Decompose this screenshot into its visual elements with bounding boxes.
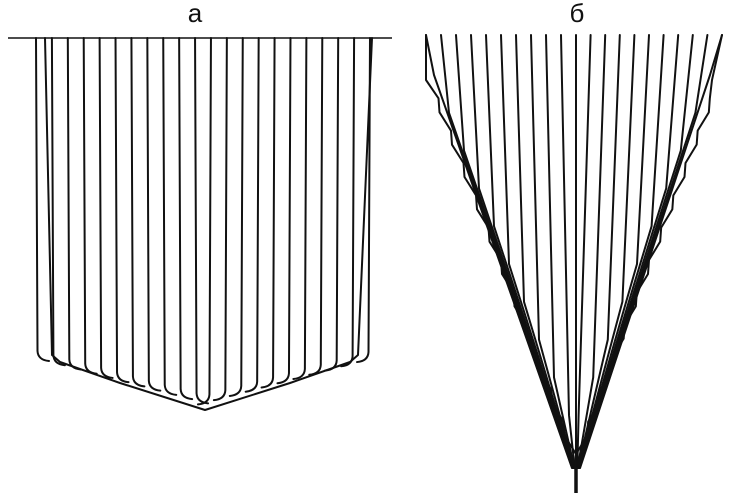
panel-a-line — [178, 37, 194, 401]
panel-b-lines — [425, 34, 723, 469]
panel-b-line — [560, 34, 576, 469]
panel-a-line — [324, 37, 340, 372]
panel-a-line — [98, 37, 114, 379]
panel-b-label: б — [570, 0, 585, 28]
panel-a-drawing: а — [8, 0, 392, 411]
panel-b-line — [577, 34, 650, 469]
panel-a-line — [196, 37, 212, 406]
panel-a-line — [130, 37, 146, 388]
panel-b-line — [530, 34, 576, 469]
panel-a-line — [82, 37, 98, 375]
panel-b-line — [577, 34, 665, 469]
panel-a-line — [260, 37, 276, 389]
panel-a-line — [50, 37, 66, 367]
panel-b-drawing: б — [425, 0, 723, 493]
panel-b-left-envelope — [425, 34, 578, 469]
panel-a-line — [340, 37, 356, 368]
panel-a-line — [292, 37, 308, 381]
panel-a-line — [162, 37, 178, 396]
panel-a-line — [308, 37, 324, 376]
panel-b-line — [485, 34, 575, 469]
panel-a-line — [194, 37, 210, 405]
panel-a-line — [276, 37, 292, 385]
panel-a-line — [66, 37, 82, 371]
panel-a-line — [146, 37, 162, 392]
panel-b-line — [576, 34, 607, 469]
panel-a-line — [356, 37, 371, 364]
panel-a-outline — [44, 37, 373, 411]
panel-a-line — [114, 37, 130, 384]
panel-b-line — [545, 34, 576, 469]
panel-b-right-envelope — [574, 34, 723, 469]
panel-a-line — [212, 37, 228, 402]
panel-a-label: а — [188, 0, 203, 28]
panel-a-lines — [35, 37, 373, 411]
panel-b-line — [578, 34, 694, 469]
panel-a-line — [228, 37, 244, 397]
panel-a-line — [244, 37, 260, 393]
panel-b-line — [577, 34, 636, 469]
panel-a-line — [35, 37, 50, 362]
